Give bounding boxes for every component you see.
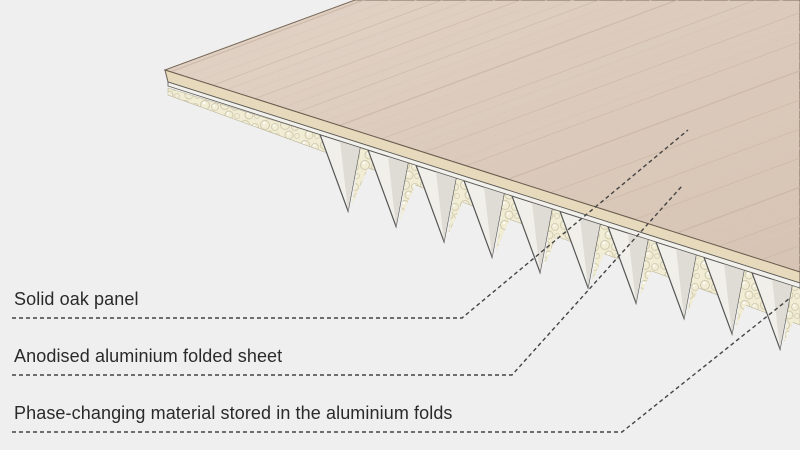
- oak-grain-line: [547, 0, 800, 194]
- aluminium-fold-shade: [532, 202, 552, 273]
- oak-grain-line: [659, 0, 800, 230]
- oak-grain-line: [533, 0, 800, 190]
- aluminium-fold-shade: [772, 279, 792, 350]
- pcm-between-folds: [544, 208, 568, 267]
- oak-grain-line: [323, 0, 800, 122]
- oak-grain-line: [421, 0, 800, 154]
- oak-grain-line: [589, 0, 800, 208]
- oak-grain-line: [351, 0, 800, 131]
- aluminium-fold-shade: [628, 233, 648, 304]
- oak-grain-line: [603, 0, 800, 212]
- pcm-between-folds: [400, 162, 424, 221]
- oak-grain-line: [477, 0, 800, 172]
- oak-grain-line: [435, 0, 800, 158]
- aluminium-fold-shade: [436, 171, 456, 242]
- oak-grain-line: [253, 0, 800, 100]
- oak-grain-line: [393, 0, 800, 145]
- aluminium-top-plate: [167, 81, 800, 289]
- oak-grain-line: [225, 0, 800, 91]
- oak-grain-line: [673, 0, 800, 235]
- pcm-between-folds: [352, 147, 376, 205]
- aluminium-fold-shade: [388, 156, 408, 227]
- pcm-between-folds: [736, 270, 760, 328]
- oak-grain-line: [267, 0, 800, 104]
- oak-grain-line: [505, 0, 800, 181]
- oak-grain-line: [281, 0, 800, 109]
- oak-grain-line: [631, 0, 800, 221]
- oak-grain-line: [211, 0, 800, 86]
- oak-grain-line: [617, 0, 800, 217]
- oak-grain-line: [309, 0, 800, 118]
- oak-grain-line: [575, 0, 800, 203]
- pcm-between-folds: [640, 239, 664, 298]
- oak-grain-line: [379, 0, 800, 140]
- oak-grain-line: [491, 0, 800, 176]
- aluminium-fold-shade: [676, 248, 696, 319]
- pcm-between-folds: [688, 254, 712, 313]
- oak-grain-line: [183, 0, 800, 77]
- oak-grain-line: [407, 0, 800, 149]
- callout-label-oak-panel: Solid oak panel: [14, 289, 139, 309]
- oak-grain-line: [295, 0, 800, 113]
- oak-grain-line: [519, 0, 800, 185]
- oak-grain-line: [561, 0, 800, 199]
- pcm-between-folds: [496, 193, 520, 251]
- oak-grain-line: [365, 0, 800, 136]
- oak-grain-line: [197, 0, 800, 82]
- oak-grain-line: [337, 0, 800, 127]
- aluminium-folds: [319, 133, 800, 352]
- pcm-between-folds: [784, 285, 800, 344]
- pcm-between-folds: [592, 224, 616, 282]
- oak-grain-line: [239, 0, 800, 95]
- oak-grain-line: [449, 0, 800, 163]
- oak-panel-edge: [164, 69, 800, 284]
- oak-grain-line: [169, 0, 800, 73]
- callout-label-aluminium-sheet: Anodised aluminium folded sheet: [14, 346, 283, 366]
- aluminium-fold-shade: [484, 187, 504, 257]
- leader-line-aluminium-sheet: [12, 185, 683, 376]
- pcm-between-folds: [448, 178, 472, 236]
- leader-line-phase-change: [12, 297, 791, 433]
- aluminium-fold-shade: [724, 263, 744, 334]
- oak-grain: [169, 0, 800, 272]
- aluminium-fold-shade: [340, 140, 360, 211]
- aluminium-fold-shade: [580, 217, 600, 288]
- leader-line-oak-panel: [12, 129, 689, 319]
- oak-grain-line: [463, 0, 800, 167]
- oak-grain-line: [645, 0, 800, 226]
- callout-label-phase-change: Phase-changing material stored in the al…: [14, 403, 453, 423]
